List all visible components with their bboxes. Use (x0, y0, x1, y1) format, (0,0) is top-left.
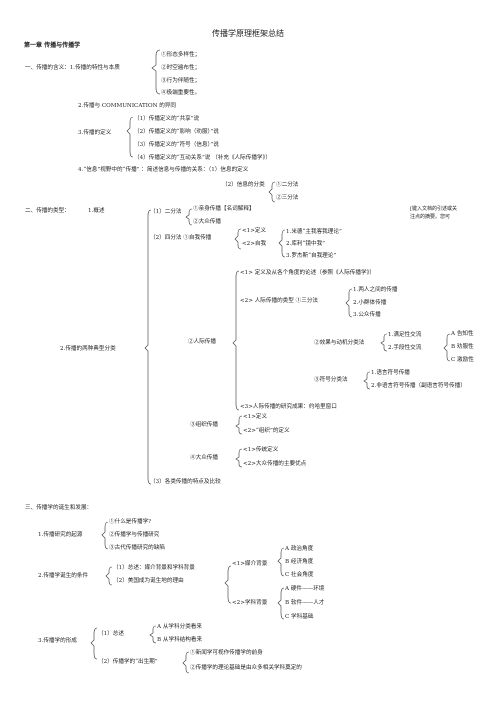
media-item: C 社会角度 (285, 572, 314, 578)
traits-comparison: （3）各类传播的特点及比较 (150, 479, 221, 485)
effect-item: 2.手段性交流 (388, 345, 422, 351)
origin-label: 1.传播研究的起源 (38, 532, 83, 538)
abc-item: C 激励性 (451, 357, 474, 363)
section1-q2: 2.传播与 COMMUNICATION 的异同 (78, 103, 177, 109)
abc-item: A 告知性 (451, 331, 474, 337)
section1-q4: 4.“信息”视野中的“传播” ：简述信息与传播的关系：（1）信息的定义 (78, 167, 249, 173)
media-background: <1>媒介背景 (232, 561, 268, 567)
condition-item: （2）美国成为诞生地的理由 (113, 578, 184, 584)
definition-item: （2）传播定义的“影响（劝服）”说 (134, 129, 219, 135)
two-item: ①亲身传播【名词解释】 (193, 206, 255, 212)
org-item: <2>“组织”的定义 (243, 428, 290, 434)
mass-item: <2>大众传播的主要优点 (243, 461, 307, 467)
self-theory-item: 3.罗杰斯“自我理论” (286, 253, 337, 259)
section1-q1: 一、传播的含义：1.传播的特性与本质 (25, 65, 120, 71)
discipline-item: A 硬件——环境 (285, 586, 325, 592)
self-theory-item: 2.库利“镜中我” (286, 241, 326, 247)
effect-classification: ②效果与动机分类法 (314, 340, 365, 346)
overview-label: 1.概述 (88, 208, 105, 214)
interpersonal-research: <3>人际传播的研究成果：约哈里窗口 (240, 404, 337, 410)
tri-item: 3.公众传播 (353, 312, 381, 318)
self-concept: <2>自我 (242, 241, 267, 247)
feature-item: ③行为伴随性； (161, 78, 201, 84)
formation-birth: （2）传播学的“出生期” (98, 659, 158, 665)
symbol-classification: ③符号分类法 (314, 377, 348, 383)
discipline-item: B 软件——人才 (285, 600, 325, 606)
formation-overview-item: A 从学科分类看来 (157, 624, 202, 630)
formation-birth-item: ②传播学的理论基础是由众多相关学科奠定的 (190, 665, 302, 671)
organizational-label: ③组织传播 (190, 422, 218, 428)
info-classification: （2）信息的分类 (222, 182, 265, 188)
symbol-item: 1.语言符号传播 (371, 370, 410, 376)
definition-item: （1）传播定义的“共享”说 (134, 116, 200, 122)
interpersonal-definition: <1> 定义及从各个角度的论述（参照《人际传播学》） (240, 270, 375, 276)
org-item: <1>定义 (243, 414, 268, 420)
typical-classification: 2.传播的两种典型分类 (60, 346, 116, 352)
tri-item: 2.小群体传播 (353, 300, 387, 306)
mass-label: ④大众传播 (190, 455, 218, 461)
tri-item: 1.两人之间的传播 (353, 287, 398, 293)
chapter-heading: 第一章 传播与传播学 (24, 42, 81, 49)
origin-item: ③古代传播研究的缺陷 (109, 545, 165, 551)
abc-item: B 劝服性 (451, 344, 474, 350)
section3-head: 三、传播学的诞生和发展： (25, 505, 93, 511)
self-definition: <1>定义 (242, 228, 267, 234)
media-item: B 经济角度 (285, 559, 314, 565)
definition-item: （3）传播定义的“符号（信息）”说 (134, 142, 219, 148)
feature-item: ②时空遍布性； (161, 65, 201, 71)
interpersonal-types: <2> 人际传播的类型 ①三分法 (240, 298, 319, 304)
page-title: 传播学原理框架总结 (212, 29, 284, 38)
two-classification: （1）二分法 (150, 209, 182, 215)
formation-overview: （1）总述 (98, 631, 124, 637)
discipline-background: <2>学科背景 (232, 600, 268, 606)
sidebar-quote: [键入文档的引述或关注点的摘要。您可 (410, 206, 457, 220)
feature-item: ④极端重要性。 (161, 90, 201, 96)
two-item: ②大众传播 (193, 219, 221, 225)
info-class-item: ①二分法 (276, 182, 299, 188)
mass-item: <1>传统定义 (243, 447, 279, 453)
effect-item: 1.满足性交流 (388, 332, 422, 338)
formation-birth-item: ①新闻学可视作传播学的前身 (190, 650, 263, 656)
formation-label: 3.传播学的形成 (38, 638, 77, 644)
interpersonal-label: ②人际传播 (188, 339, 216, 345)
formation-overview-item: B 从学科结构看来 (157, 637, 203, 643)
self-theory-item: 1.米德“主我客我理论” (286, 229, 342, 235)
media-item: A 政治角度 (285, 546, 314, 552)
origin-item: ①什么是传播学? (109, 519, 152, 525)
origin-item: ②传播学与传播研究 (109, 532, 160, 538)
condition-item: （1）总述：媒介背景和学科背景 (113, 565, 195, 571)
symbol-item: 2.非语言符号传播（副语言符号传播） (371, 383, 466, 389)
four-classification: （2）四分法 ①自我传播 (150, 235, 212, 241)
definition-item: （4）传播定义的“互动关系”说 （补充《人际传播学》） (134, 155, 271, 161)
section1-q3: 3.传播的定义 (78, 130, 112, 136)
discipline-item: C 学科基础 (285, 614, 314, 620)
feature-item: ①形态多样性； (161, 52, 201, 58)
section2-head: 二、传播的类型： (25, 208, 70, 214)
conditions-label: 2.传播学诞生的条件 (38, 573, 89, 579)
info-class-item: ②三分法 (276, 195, 299, 201)
